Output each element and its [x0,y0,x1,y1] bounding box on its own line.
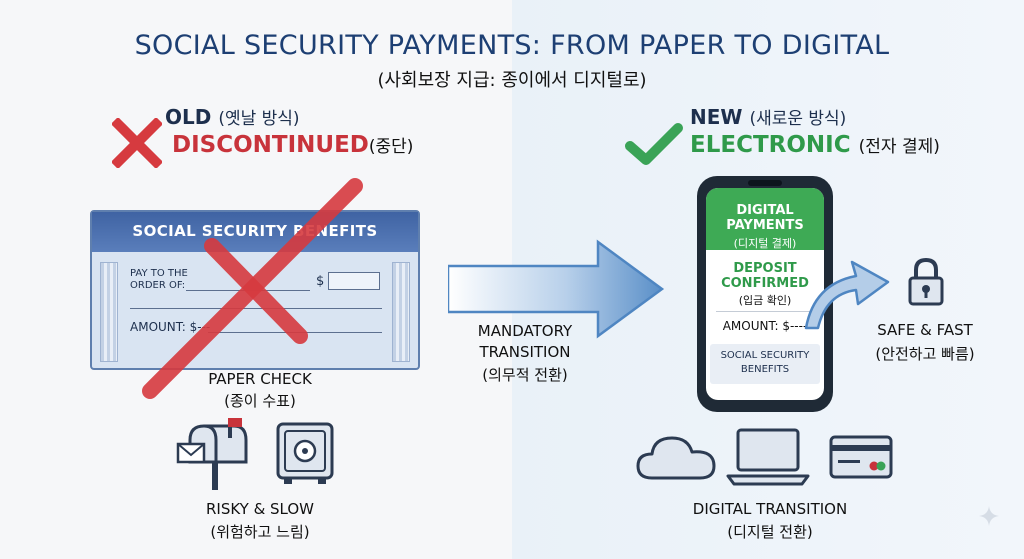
discontinued-label: DISCONTINUED [172,132,369,158]
check-memo-line [130,308,382,309]
check-mark-icon [625,123,683,165]
old-label-kr: (옛날 방식) [218,109,300,129]
phone-ssb-box [710,344,820,384]
phone-deposit-1: DEPOSIT [733,261,797,276]
new-label: NEW [690,105,743,129]
phone-digital-kr: (디지털 결제) [733,237,797,250]
safe-fast-label-kr: (안전하고 빠름) [875,345,975,363]
discontinued-label-kr: (중단) [368,137,414,157]
new-heading: NEW (새로운 방식) [690,104,910,129]
transition-arrow-icon [448,239,665,339]
phone-deposit-kr: (입금 확인) [738,294,792,307]
phone-ssb-1: SOCIAL SECURITY [720,350,810,361]
phone-deposit-2: CONFIRMED [721,276,809,291]
check-dollar-sign: $ [316,274,325,289]
risky-slow-label: RISKY & SLOW [205,500,315,518]
phone-digital-1: DIGITAL [736,203,794,218]
new-label-kr: (새로운 방식) [749,109,847,129]
phone-header [706,188,824,250]
check-amount: AMOUNT: $--- [130,320,211,334]
phone-amount: AMOUNT: $---- [722,319,808,333]
sparkle-icon [979,506,999,526]
electronic-status: ELECTRONIC (전자 결제) [690,132,940,158]
x-mark-icon [112,118,162,168]
discontinued-status: DISCONTINUED(중단) [172,132,413,158]
phone-ssb-2: BENEFITS [740,364,790,375]
mandatory-label-kr: (의무적 전환) [482,366,568,384]
phone-divider [716,311,814,312]
page-subtitle: (사회보장 지급: 종이에서 디지털로) [377,70,647,91]
check-pillar-right [392,262,410,362]
crossed-out-x-icon [142,178,363,399]
paper-check-label: PAPER CHECK [208,370,312,388]
credit-card-icon [829,435,893,479]
check-pay-to: PAY TO THE [130,268,188,279]
check-pillar-left [100,262,118,362]
risky-slow-label-kr: (위험하고 느림) [210,523,310,541]
safe-fast-label: SAFE & FAST [877,321,973,339]
page-title: SOCIAL SECURITY PAYMENTS: FROM PAPER TO … [134,30,890,61]
digital-transition-label: DIGITAL TRANSITION [692,500,848,518]
mandatory-label-1: MANDATORY [477,322,573,340]
check-amount-box [328,272,380,290]
check-header-band [92,212,418,252]
digital-transition-label-kr: (디지털 전환) [727,523,813,541]
lock-icon [908,257,944,306]
paper-check-label-kr: (종이 수표) [224,392,296,410]
electronic-label: ELECTRONIC [690,132,851,158]
safe-icon [276,422,334,484]
check-order-of: ORDER OF: [130,280,186,291]
mailbox-icon [176,418,248,490]
cloud-icon [636,436,716,480]
old-heading: OLD (옛날 방식) [165,104,365,129]
phone-notch [748,180,782,186]
phone-digital-2: PAYMENTS [726,218,804,233]
mandatory-label-2: TRANSITION [479,343,571,361]
old-label: OLD [165,105,212,129]
electronic-label-kr: (전자 결제) [858,137,940,157]
curved-arrow-icon [804,260,890,330]
laptop-icon [726,428,810,486]
